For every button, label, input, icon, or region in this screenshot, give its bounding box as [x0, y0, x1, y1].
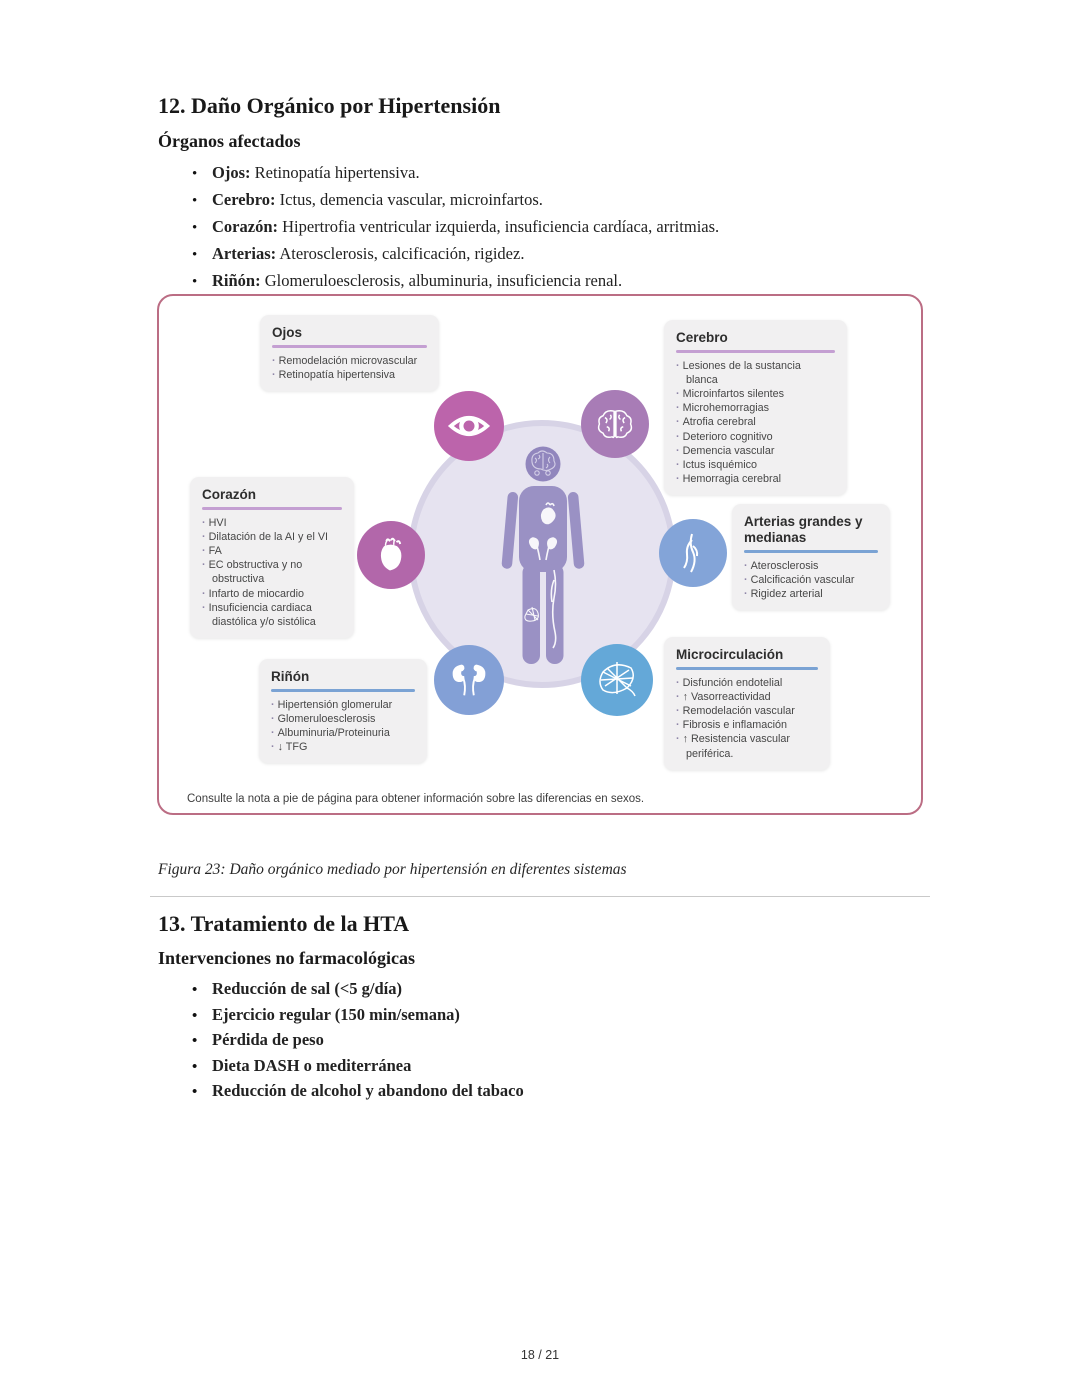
- list-item-label: Ojos:: [212, 163, 251, 182]
- list-item: Atrofia cerebral: [676, 415, 835, 429]
- head-brain-sketch: [531, 450, 556, 476]
- arterias-box: Arterias grandes y medianas Ateroscleros…: [732, 504, 890, 611]
- list-item-label: Riñón:: [212, 271, 261, 290]
- microcirculacion-box-title: Microcirculación: [676, 647, 784, 662]
- corazon-box: Corazón HVI Dilatación de la AI y el VI …: [190, 477, 354, 639]
- arterias-box-list: Aterosclerosis Calcificación vascular Ri…: [744, 559, 878, 602]
- rinon-box-rule: [271, 689, 415, 692]
- list-item: Microinfartos silentes: [676, 387, 835, 401]
- list-item: Retinopatía hipertensiva: [272, 368, 427, 382]
- list-item: EC obstructiva y no obstructiva: [202, 558, 342, 586]
- knee-capillary-sketch: [524, 606, 539, 622]
- capillaries-icon: [581, 644, 653, 716]
- ureters-sketch: [536, 545, 550, 561]
- list-item-text: Retinopatía hipertensiva.: [250, 163, 420, 182]
- microcirculacion-box: Microcirculación Disfunción endotelial ↑…: [664, 637, 830, 770]
- list-item: Glomeruloesclerosis: [271, 712, 415, 726]
- list-item: Dieta DASH o mediterránea: [192, 1054, 524, 1080]
- cerebro-box-title: Cerebro: [676, 330, 728, 345]
- list-item-text: Glomeruloesclerosis, albuminuria, insufi…: [260, 271, 623, 290]
- list-item: Reducción de alcohol y abandono del taba…: [192, 1079, 524, 1105]
- ojos-box-list: Remodelación microvascular Retinopatía h…: [272, 354, 427, 382]
- list-item-text: Hipertrofia ventricular izquierda, insuf…: [277, 217, 720, 236]
- list-item: Remodelación vascular: [676, 704, 818, 718]
- list-item: Reducción de sal (<5 g/día): [192, 977, 524, 1003]
- artery-icon: [659, 519, 727, 587]
- list-item: Dilatación de la AI y el VI: [202, 530, 342, 544]
- cerebro-box: Cerebro Lesiones de la sustancia blanca …: [664, 320, 847, 496]
- corazon-box-list: HVI Dilatación de la AI y el VI FA EC ob…: [202, 516, 342, 630]
- list-item: Hipertensión glomerular: [271, 698, 415, 712]
- list-item: Rigidez arterial: [744, 587, 878, 601]
- list-item: Hemorragia cerebral: [676, 472, 835, 486]
- ojos-box-rule: [272, 345, 427, 348]
- list-item: Insuficiencia cardiaca diastólica y/o si…: [202, 601, 342, 629]
- list-item: Riñón: Glomeruloesclerosis, albuminuria,…: [192, 268, 719, 295]
- list-item: Fibrosis e inflamación: [676, 718, 818, 732]
- list-item: Cerebro: Ictus, demencia vascular, micro…: [192, 187, 719, 214]
- list-item: Ojos: Retinopatía hipertensiva.: [192, 160, 719, 187]
- list-item: Lesiones de la sustancia blanca: [676, 359, 835, 387]
- section13-subheading: Intervenciones no farmacológicas: [158, 948, 415, 968]
- list-item: Albuminuria/Proteinuria: [271, 726, 415, 740]
- heart-vessels-sketch: [545, 502, 555, 507]
- section12-subheading: Órganos afectados: [158, 131, 301, 151]
- list-item-label: Cerebro:: [212, 190, 276, 209]
- list-item: Disfunción endotelial: [676, 676, 818, 690]
- list-item: Deterioro cognitivo: [676, 430, 835, 444]
- leg-artery-sketch: [550, 569, 557, 649]
- list-item: Remodelación microvascular: [272, 354, 427, 368]
- arterias-box-title: Arterias grandes y medianas: [744, 514, 863, 545]
- list-item: Corazón: Hipertrofia ventricular izquier…: [192, 214, 719, 241]
- list-item: FA: [202, 544, 342, 558]
- list-item: ↓ TFG: [271, 740, 415, 754]
- list-item-label: Corazón:: [212, 217, 278, 236]
- organs-list: Ojos: Retinopatía hipertensiva. Cerebro:…: [192, 160, 719, 295]
- list-item: Ictus isquémico: [676, 458, 835, 472]
- list-item: HVI: [202, 516, 342, 530]
- list-item: Arterias: Aterosclerosis, calcificación,…: [192, 241, 719, 268]
- cerebro-box-list: Lesiones de la sustancia blanca Microinf…: [676, 359, 835, 487]
- microcirculacion-box-rule: [676, 667, 818, 670]
- list-item-label: Arterias:: [212, 244, 277, 263]
- list-item-text: Aterosclerosis, calcificación, rigidez.: [276, 244, 525, 263]
- eye-icon: [434, 391, 504, 461]
- arterias-box-rule: [744, 550, 878, 553]
- figure-footnote: Consulte la nota a pie de página para ob…: [187, 793, 645, 805]
- figure-caption: Figura 23: Daño orgánico mediado por hip…: [158, 861, 627, 878]
- section12-heading: 12. Daño Orgánico por Hipertensión: [158, 93, 501, 118]
- brain-icon: [581, 390, 649, 458]
- corazon-box-rule: [202, 507, 342, 510]
- list-item: Calcificación vascular: [744, 573, 878, 587]
- list-item: ↑ Vasorreactividad: [676, 690, 818, 704]
- section-divider: [150, 896, 930, 897]
- kidneys-icon: [434, 645, 504, 715]
- list-item: Microhemorragias: [676, 401, 835, 415]
- ojos-box: Ojos Remodelación microvascular Retinopa…: [260, 315, 439, 391]
- human-figure: [501, 446, 585, 664]
- corazon-box-title: Corazón: [202, 487, 256, 502]
- list-item: Pérdida de peso: [192, 1028, 524, 1054]
- list-item: Aterosclerosis: [744, 559, 878, 573]
- rinon-box-list: Hipertensión glomerular Glomeruloesclero…: [271, 698, 415, 755]
- list-item: ↑ Resistencia vascular periférica.: [676, 732, 818, 760]
- ojos-box-title: Ojos: [272, 325, 303, 340]
- list-item: Demencia vascular: [676, 444, 835, 458]
- cerebro-box-rule: [676, 350, 835, 353]
- list-item: Ejercicio regular (150 min/semana): [192, 1003, 524, 1029]
- heart-icon: [357, 521, 425, 589]
- list-item-text: Ictus, demencia vascular, microinfartos.: [275, 190, 543, 209]
- section13-heading: 13. Tratamiento de la HTA: [158, 911, 410, 936]
- chest-heart-sketch: [540, 507, 556, 525]
- interventions-list: Reducción de sal (<5 g/día) Ejercicio re…: [192, 977, 524, 1105]
- page-number: 18 / 21: [520, 1348, 560, 1362]
- microcirculacion-box-list: Disfunción endotelial ↑ Vasorreactividad…: [676, 676, 818, 761]
- list-item: Infarto de miocardio: [202, 587, 342, 601]
- figure-panel: Ojos Remodelación microvascular Retinopa…: [157, 294, 923, 815]
- rinon-box-title: Riñón: [271, 669, 310, 684]
- kidneys-sketch: [528, 537, 558, 550]
- rinon-box: Riñón Hipertensión glomerular Glomeruloe…: [259, 659, 427, 764]
